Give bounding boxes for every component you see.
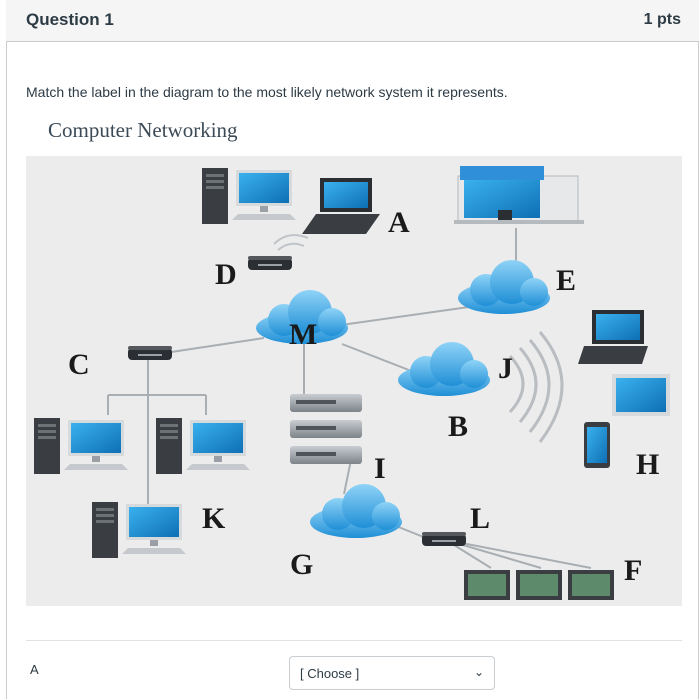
laptop-icon — [302, 178, 380, 234]
switch-l-icon — [422, 532, 466, 546]
building-icon — [454, 166, 584, 224]
laptop-icon — [578, 310, 648, 364]
diagram-label-i: I — [374, 452, 386, 485]
diagram-title: Computer Networking — [48, 118, 238, 142]
network-diagram-image: Computer Networking — [26, 110, 682, 606]
diagram-label-h: H — [636, 448, 660, 481]
question-title: Question 1 — [26, 10, 114, 29]
network-diagram-drawing — [34, 166, 670, 600]
server-rack-icon — [290, 394, 362, 464]
desktop-computer-icon — [92, 502, 186, 558]
answer-dropdown-value: [ Choose ] — [300, 666, 360, 681]
desktop-computer-icon — [202, 168, 296, 224]
diagram-label-e: E — [556, 264, 577, 297]
smartphone-icon — [584, 422, 610, 468]
cloud-b-icon — [398, 342, 490, 396]
diagram-label-a: A — [388, 206, 410, 239]
wifi-signal-icon — [273, 234, 309, 251]
answer-dropdown[interactable]: [ Choose ] ⌄ — [289, 656, 495, 690]
diagram-label-c: C — [68, 348, 90, 381]
switch-c-icon — [128, 346, 172, 360]
diagram-label-f: F — [624, 554, 643, 587]
question-points: 1 pts — [643, 11, 681, 28]
diagram-label-l: L — [470, 502, 491, 535]
diagram-label-k: K — [202, 502, 226, 535]
tablet-icon — [612, 374, 670, 416]
diagram-label-j: J — [498, 352, 513, 385]
answer-divider — [26, 640, 682, 641]
cloud-i-icon — [310, 484, 402, 538]
cloud-e-icon — [458, 260, 550, 314]
wireless-signal-icon — [508, 331, 564, 443]
answer-row-label: A — [30, 662, 39, 677]
question-panel — [6, 0, 699, 699]
diagram-label-m: M — [289, 318, 318, 351]
desktop-computer-icon — [34, 418, 128, 474]
chevron-down-icon: ⌄ — [473, 665, 484, 679]
wireless-router-icon — [248, 256, 292, 270]
diagram-label-g: G — [290, 548, 314, 581]
diagram-label-b: B — [448, 410, 469, 443]
question-prompt: Match the label in the diagram to the mo… — [26, 84, 508, 100]
diagram-label-d: D — [215, 258, 237, 291]
patch-panel-icon — [464, 570, 614, 600]
question-header: Question 1 1 pts — [6, 0, 699, 42]
desktop-computer-icon — [156, 418, 250, 474]
